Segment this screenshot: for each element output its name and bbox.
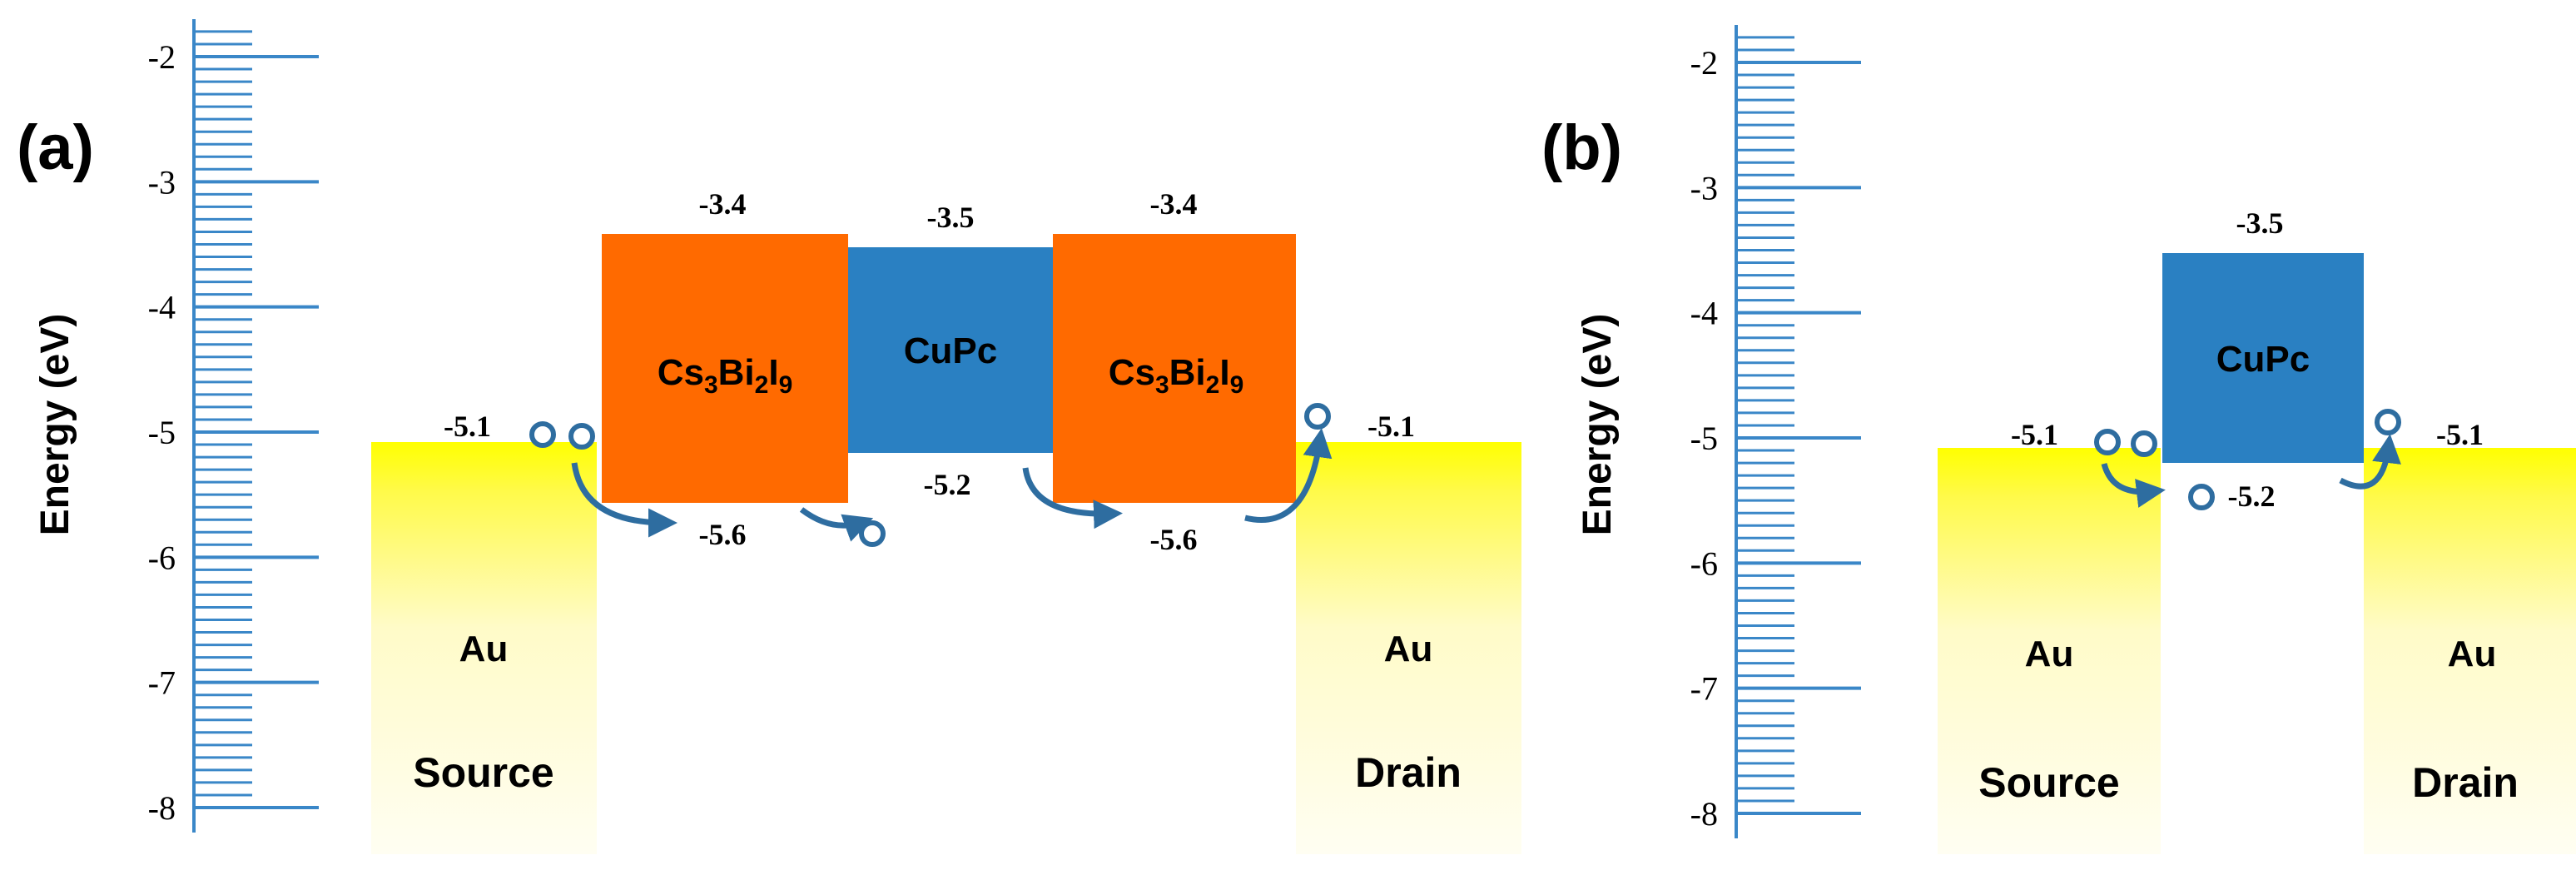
cs3bi2i9-block-left	[602, 234, 848, 503]
cs3bi2i9-left-homo-label: -5.6	[699, 518, 747, 551]
axis-tick-label: -3	[148, 163, 176, 201]
panel-label: (b)	[1541, 112, 1622, 183]
panel-label: (a)	[17, 112, 94, 183]
cupc-block	[2162, 253, 2364, 463]
hole-transport-arrow	[571, 462, 678, 538]
cs3bi2i9-right-lumo-label: -3.4	[1150, 187, 1198, 221]
axis-tick-label: -2	[148, 38, 176, 76]
axis-tick-label: -4	[1690, 295, 1718, 332]
au-source-electrode	[371, 442, 597, 854]
energy-axis-label: Energy (eV)	[33, 314, 77, 536]
cupc-material-label: CuPc	[2216, 339, 2310, 380]
axis-tick-label: -6	[148, 539, 176, 576]
axis-tick-label: -6	[1690, 544, 1718, 582]
hole-transport-arrow	[1022, 467, 1123, 529]
drain-level-label: -5.1	[2436, 418, 2484, 451]
drain-material-label: Au	[1384, 629, 1433, 669]
cs3bi2i9-left-material-label: Cs3Bi2I9	[658, 352, 793, 399]
drain-role-label: Drain	[2412, 759, 2519, 806]
cupc-homo-label: -5.2	[924, 468, 971, 501]
panel-a: (a) Energy (eV) -2 -3 -4 -5 -6 -7 -8 Au Source…	[17, 19, 1521, 854]
axis-tick-label: -8	[148, 789, 176, 827]
axis-tick-label: -7	[148, 664, 176, 702]
cupc-block	[848, 247, 1053, 453]
axis-tick-label: -3	[1690, 169, 1718, 206]
cupc-lumo-label: -3.5	[927, 201, 975, 234]
source-material-label: Au	[459, 629, 509, 669]
energy-axis: -2 -3 -4 -5 -6 -7 -8	[148, 19, 319, 833]
cs3bi2i9-right-homo-label: -5.6	[1150, 523, 1198, 556]
au-source-electrode	[1938, 448, 2161, 854]
drain-level-label: -5.1	[1367, 410, 1415, 443]
source-role-label: Source	[413, 749, 554, 796]
axis-tick-label: -7	[1690, 670, 1718, 708]
hole-carrier-icon	[1304, 403, 1331, 430]
cs3bi2i9-block-right	[1053, 234, 1296, 503]
energy-axis-label: Energy (eV)	[1576, 314, 1620, 536]
au-drain-electrode	[1296, 442, 1521, 854]
cupc-homo-label: -5.2	[2228, 480, 2276, 513]
hole-carrier-icon	[529, 421, 556, 448]
hole-transport-arrow	[2101, 462, 2166, 508]
axis-tick-label: -5	[148, 414, 176, 451]
source-material-label: Au	[2025, 634, 2074, 674]
hole-carrier-icon	[568, 423, 595, 450]
panel-b: (b) Energy (eV) -2 -3 -4 -5 -6 -7 -8 Au Source…	[1541, 25, 2576, 854]
hole-transport-arrow	[2339, 434, 2401, 490]
energy-axis: -2 -3 -4 -5 -6 -7 -8	[1690, 25, 1861, 838]
source-role-label: Source	[1978, 759, 2120, 806]
cs3bi2i9-left-lumo-label: -3.4	[699, 187, 747, 221]
hole-carrier-icon	[2188, 484, 2215, 510]
hole-carrier-icon	[2375, 409, 2401, 435]
hole-carrier-icon	[859, 520, 886, 547]
axis-tick-label: -2	[1690, 44, 1718, 82]
axis-tick-label: -8	[1690, 795, 1718, 833]
hole-transport-arrow	[1244, 428, 1333, 523]
au-drain-electrode	[2364, 448, 2576, 854]
drain-role-label: Drain	[1355, 749, 1462, 796]
cs3bi2i9-right-material-label: Cs3Bi2I9	[1109, 352, 1244, 399]
source-level-label: -5.1	[2011, 418, 2058, 451]
hole-transport-arrow	[799, 507, 874, 542]
axis-tick-label: -4	[148, 289, 176, 326]
drain-material-label: Au	[2448, 634, 2497, 674]
cupc-material-label: CuPc	[904, 331, 997, 371]
hole-carrier-icon	[2094, 429, 2121, 455]
source-level-label: -5.1	[444, 410, 491, 443]
cupc-lumo-label: -3.5	[2236, 206, 2284, 240]
axis-tick-label: -5	[1690, 420, 1718, 457]
hole-carrier-icon	[2131, 430, 2157, 457]
